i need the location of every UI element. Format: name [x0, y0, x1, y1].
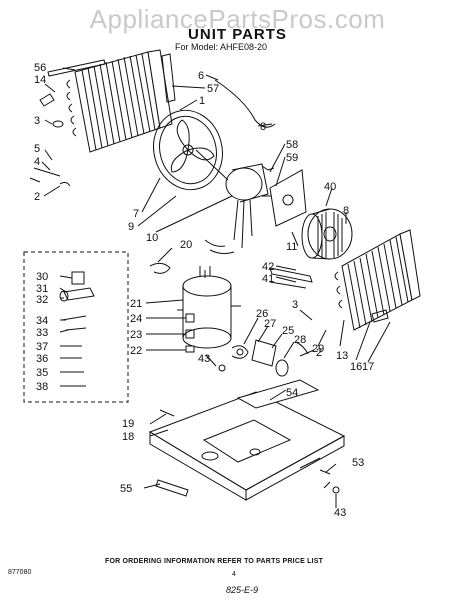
callout: 58: [286, 139, 298, 151]
callout: 27: [264, 318, 276, 330]
callout: 3: [34, 115, 40, 127]
model-subtitle: For Model: AHFE08-20: [175, 42, 268, 52]
callout: 37: [36, 341, 48, 353]
document-code: 877080: [8, 569, 32, 576]
wire-harness: [149, 262, 171, 274]
callout: 10: [146, 232, 158, 244]
callout: 13: [336, 350, 348, 362]
callout: 21: [130, 298, 142, 310]
callout: 41: [262, 273, 274, 285]
base-plate: [236, 379, 320, 409]
callout: 5: [34, 143, 40, 155]
callout: 6: [198, 70, 204, 82]
callout: 4: [34, 156, 40, 168]
ordering-note: FOR ORDERING INFORMATION REFER TO PARTS …: [105, 558, 324, 565]
handwritten-stamp: 825-E-9: [226, 585, 259, 595]
callout: 7: [133, 208, 139, 220]
callout: 16: [350, 361, 362, 373]
callout: 30: [36, 271, 48, 283]
callout: 1: [199, 95, 205, 107]
callout: 19: [122, 418, 134, 430]
callout: 43: [334, 507, 346, 519]
callout: 34: [36, 315, 48, 327]
callout: 24: [130, 313, 142, 325]
callout: 18: [122, 431, 134, 443]
page-number: 4: [232, 571, 236, 578]
callout: 36: [36, 353, 48, 365]
callout: 28: [294, 334, 306, 346]
callout: 55: [120, 483, 132, 495]
drain-tube: [214, 79, 276, 128]
callout: 43: [198, 353, 210, 365]
callout: 23: [130, 329, 142, 341]
evaporator-coil: [334, 229, 421, 331]
watermark: AppliancePartsPros.com: [89, 4, 386, 34]
condenser-fan: [153, 109, 229, 191]
fan-motor: [204, 163, 275, 255]
controls-group-box: [23, 251, 129, 403]
callout: 32: [36, 294, 48, 306]
callout: 53: [352, 457, 364, 469]
callout: 33: [36, 327, 48, 339]
callout: 42: [262, 261, 274, 273]
blower-wheel: [301, 208, 353, 260]
callout: 31: [36, 283, 48, 295]
callout: 29: [312, 343, 324, 355]
callout: 35: [36, 367, 48, 379]
callout: 9: [128, 221, 134, 233]
callout: 56: [34, 62, 46, 74]
callout: 20: [180, 239, 192, 251]
callout: 25: [282, 325, 294, 337]
callout: 59: [286, 152, 298, 164]
coil-bracket: [161, 53, 176, 103]
callout: 14: [34, 74, 46, 86]
compressor: [177, 266, 241, 349]
callout: 26: [256, 308, 268, 320]
callout: 54: [286, 387, 298, 399]
callout: 40: [324, 181, 336, 193]
callout: 57: [207, 83, 219, 95]
callout: 38: [36, 381, 48, 393]
callout: 8: [343, 205, 349, 217]
callout: 11: [286, 241, 297, 253]
diagram-title: UNIT PARTS: [188, 26, 287, 43]
top-strip: [47, 59, 106, 77]
callout: 2: [34, 191, 40, 203]
callout: 2: [316, 347, 322, 359]
callout: 22: [130, 345, 142, 357]
motor-bracket: [269, 169, 307, 227]
callout: 17: [362, 361, 374, 373]
callout: 8: [260, 121, 266, 133]
base-pan: [148, 391, 346, 501]
condenser-coil: [66, 49, 173, 153]
callout: 3: [292, 299, 298, 311]
